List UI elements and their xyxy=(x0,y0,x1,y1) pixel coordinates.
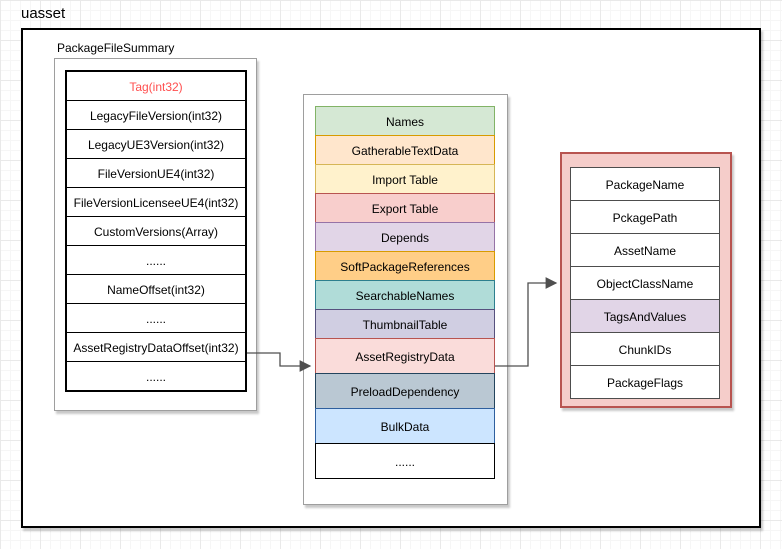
table-row-ellipsis[interactable]: ...... xyxy=(66,245,246,275)
package-file-summary-table: Tag(int32) LegacyFileVersion(int32) Lega… xyxy=(65,70,247,392)
table-row[interactable]: FileVersionLicenseeUE4(int32) xyxy=(66,187,246,217)
table-row[interactable]: CustomVersions(Array) xyxy=(66,216,246,246)
table-row[interactable]: FileVersionUE4(int32) xyxy=(66,158,246,188)
detail-row-asset-name[interactable]: AssetName xyxy=(570,233,720,267)
detail-row-pckage-path[interactable]: PckagePath xyxy=(570,200,720,234)
detail-row-chunk-ids[interactable]: ChunkIDs xyxy=(570,332,720,366)
section-row-ellipsis[interactable]: ...... xyxy=(315,443,495,479)
section-row-thumbnail-table[interactable]: ThumbnailTable xyxy=(315,309,495,339)
section-row-preload-dependency[interactable]: PreloadDependency xyxy=(315,373,495,409)
section-row-soft-package-references[interactable]: SoftPackageReferences xyxy=(315,251,495,281)
section-row-bulk-data[interactable]: BulkData xyxy=(315,408,495,444)
section-row-import-table[interactable]: Import Table xyxy=(315,164,495,194)
detail-row-object-class-name[interactable]: ObjectClassName xyxy=(570,266,720,300)
section-row-depends[interactable]: Depends xyxy=(315,222,495,252)
table-row-tag[interactable]: Tag(int32) xyxy=(66,71,246,101)
table-row[interactable]: LegacyFileVersion(int32) xyxy=(66,100,246,130)
package-file-summary-label: PackageFileSummary xyxy=(57,41,175,55)
uasset-title-label: uasset xyxy=(21,5,66,22)
detail-row-package-name[interactable]: PackageName xyxy=(570,167,720,201)
table-row[interactable]: LegacyUE3Version(int32) xyxy=(66,129,246,159)
section-row-asset-registry-data[interactable]: AssetRegistryData xyxy=(315,338,495,374)
table-row-ellipsis[interactable]: ...... xyxy=(66,303,246,333)
section-row-export-table[interactable]: Export Table xyxy=(315,193,495,223)
detail-row-package-flags[interactable]: PackageFlags xyxy=(570,365,720,399)
section-row-gatherable-text-data[interactable]: GatherableTextData xyxy=(315,135,495,165)
table-row-ellipsis[interactable]: ...... xyxy=(66,361,246,391)
file-layout-table: Names GatherableTextData Import Table Ex… xyxy=(315,106,495,479)
asset-registry-detail-table: PackageName PckagePath AssetName ObjectC… xyxy=(570,167,720,399)
detail-row-tags-and-values[interactable]: TagsAndValues xyxy=(570,299,720,333)
section-row-names[interactable]: Names xyxy=(315,106,495,136)
table-row-asset-registry-data-offset[interactable]: AssetRegistryDataOffset(int32) xyxy=(66,332,246,362)
table-row[interactable]: NameOffset(int32) xyxy=(66,274,246,304)
section-row-searchable-names[interactable]: SearchableNames xyxy=(315,280,495,310)
